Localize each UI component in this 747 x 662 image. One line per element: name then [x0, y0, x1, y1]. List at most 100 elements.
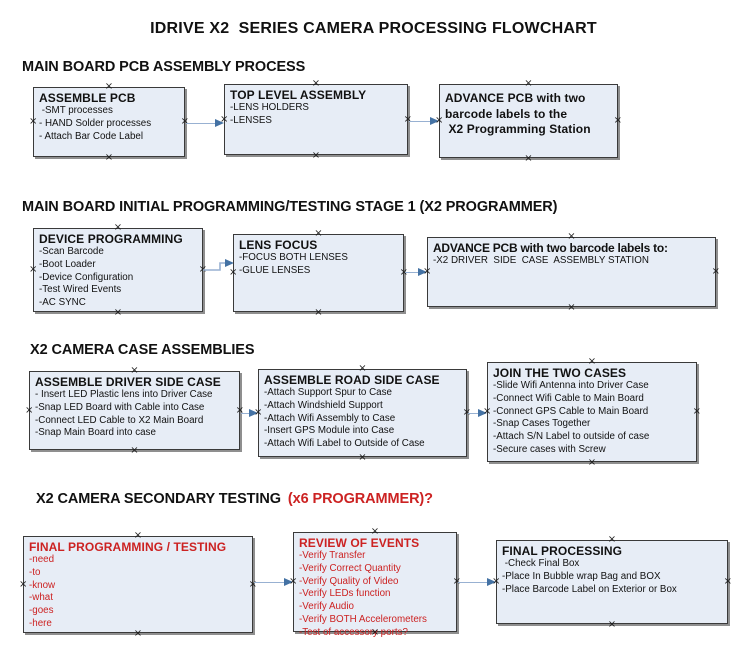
box-items: -X2 DRIVER SIDE CASE ASSEMBLY STATION	[433, 255, 711, 268]
flow-box-review-of-events: REVIEW OF EVENTS -Verify Transfer-Verify…	[289, 527, 461, 638]
arrow-review-to-final-processing	[458, 578, 496, 587]
box-item: -Attach S/N Label to outside of case	[493, 431, 650, 443]
box-title: FINAL PROCESSING	[502, 544, 623, 558]
flowchart-title: IDRIVE X2 SERIES CAMERA PROCESSING FLOWC…	[150, 20, 597, 37]
box-item: - Attach Bar Code Label	[39, 130, 144, 142]
arrow-head-icon	[478, 409, 487, 417]
box-item: -need	[29, 554, 55, 565]
box-items: -Attach Support Spur to Case-Attach Wind…	[264, 387, 462, 451]
box-item: -Snap LED Board with Cable into Case	[35, 401, 205, 413]
arrow-line	[405, 271, 420, 274]
box-item: -X2 DRIVER SIDE CASE ASSEMBLY STATION	[433, 255, 649, 266]
arrow-line	[458, 581, 489, 584]
box-item: -Attach Windshield Support	[264, 399, 383, 411]
box-item: - Insert LED Plastic lens into Driver Ca…	[35, 389, 213, 400]
box-item: -Snap Main Board into case	[35, 427, 156, 439]
section-heading-secondary-testing: X2 CAMERA SECONDARY TESTING(x6 PROGRAMME…	[36, 491, 433, 507]
connection-point-icon: ×	[587, 457, 597, 468]
box-items: -Check Final Box-Place In Bubble wrap Ba…	[502, 558, 723, 596]
box-items: -SMT processes- HAND Solder processes- A…	[39, 105, 180, 143]
box-item: -Check Final Box	[502, 558, 580, 569]
box-title: ASSEMBLE ROAD SIDE CASE	[264, 373, 440, 387]
arrow-head-icon	[487, 578, 496, 586]
arrow-head-icon	[249, 409, 258, 417]
connection-point-icon: ×	[692, 406, 701, 417]
arrow-final-programming-to-review	[254, 578, 293, 587]
box-item: -Connect Wifi Cable to Main Board	[493, 392, 644, 404]
section-heading-case-assemblies: X2 CAMERA CASE ASSEMBLIES	[30, 342, 255, 358]
box-title: JOIN THE TWO CASES	[493, 366, 627, 380]
arrow-head-icon	[225, 259, 234, 267]
flow-box-final-programming-testing: FINAL PROGRAMMING / TESTING -need-to-kno…	[19, 531, 257, 639]
box-title: LENS FOCUS	[239, 238, 318, 252]
arrow-head-icon	[430, 117, 439, 125]
box-item: -Verify BOTH Accelerometers	[299, 613, 427, 625]
box-item: -LENSES	[230, 114, 272, 126]
box-item: -Verify Quality of Video	[299, 575, 399, 587]
arrow-line	[409, 120, 432, 123]
connection-point-icon: ×	[524, 153, 533, 164]
arrow-line	[186, 122, 217, 125]
arrow-assemble-pcb-to-top-level	[186, 119, 224, 128]
connection-point-icon: ×	[19, 578, 28, 590]
arrow-driver-case-to-road-case	[241, 409, 258, 418]
box-items: -FOCUS BOTH LENSES-GLUE LENSES	[239, 252, 399, 278]
box-items: -Slide Wifi Antenna into Driver Case-Con…	[493, 380, 692, 457]
arrow-head-icon	[215, 119, 224, 127]
box-item: -Test Wired Events	[39, 284, 122, 296]
connection-point-icon: ×	[104, 152, 114, 163]
box-item: -to	[29, 566, 41, 578]
box-item: -Test of accessory ports?	[299, 626, 408, 638]
box-items: -Verify Transfer-Verify Correct Quantity…	[299, 550, 452, 640]
box-item: -Boot Loader	[39, 258, 96, 270]
arrow-head-icon	[284, 578, 293, 586]
box-item: -Slide Wifi Antenna into Driver Case	[493, 380, 649, 391]
flow-box-advance-pcb-driver-side: ADVANCE PCB with two barcode labels to: …	[423, 232, 720, 313]
connection-point-icon: ×	[130, 445, 139, 456]
box-item: -FOCUS BOTH LENSES	[239, 252, 348, 263]
connection-point-icon: ×	[613, 115, 622, 126]
connection-point-icon: ×	[314, 307, 323, 318]
arrow-top-level-to-advance-pcb	[409, 117, 439, 126]
flow-box-assemble-driver-side-case: ASSEMBLE DRIVER SIDE CASE - Insert LED P…	[25, 366, 244, 456]
flow-box-top-level-assembly: TOP LEVEL ASSEMBLY -LENS HOLDERS-LENSES …	[220, 79, 412, 161]
box-item: -AC SYNC	[39, 297, 86, 309]
box-title: TOP LEVEL ASSEMBLY	[230, 88, 367, 102]
box-item: -Secure cases with Screw	[493, 443, 606, 455]
box-title: ADVANCE PCB with two barcode labels to:	[433, 241, 668, 255]
box-title: ASSEMBLE PCB	[39, 91, 136, 105]
box-item: -know	[29, 579, 56, 591]
box-item: -Connect GPS Cable to Main Board	[493, 405, 649, 417]
connection-point-icon: ×	[29, 264, 38, 275]
box-item: -Place In Bubble wrap Bag and BOX	[502, 570, 661, 582]
arrow-line	[241, 412, 251, 415]
box-title: DEVICE PROGRAMMING	[39, 232, 183, 246]
box-item: -GLUE LENSES	[239, 264, 311, 276]
section-heading-initial-programming: MAIN BOARD INITIAL PROGRAMMING/TESTING S…	[22, 199, 558, 215]
box-item: -Verify LEDs function	[299, 588, 391, 600]
box-item: -Snap Cases Together	[493, 418, 591, 430]
box-item: -Device Configuration	[39, 271, 134, 283]
box-item: -Attach Support Spur to Case	[264, 387, 392, 398]
box-title: FINAL PROGRAMMING / TESTING	[29, 540, 227, 554]
box-items: -LENS HOLDERS-LENSES	[230, 102, 403, 128]
box-title: ADVANCE PCB with two barcode labels to t…	[445, 91, 591, 136]
box-title: REVIEW OF EVENTS	[299, 536, 420, 550]
connection-point-icon: ×	[723, 576, 732, 587]
connection-point-icon: ×	[524, 78, 533, 89]
connection-point-icon: ×	[25, 404, 34, 416]
box-item: -goes	[29, 605, 54, 617]
box-title: ASSEMBLE DRIVER SIDE CASE	[35, 375, 221, 389]
box-item: -SMT processes	[39, 105, 113, 116]
box-item: -Scan Barcode	[39, 246, 104, 257]
flow-box-assemble-pcb: ASSEMBLE PCB -SMT processes- HAND Solder…	[29, 82, 189, 163]
flow-box-advance-pcb-programming-station: ADVANCE PCB with two barcode labels to t…	[435, 79, 622, 164]
connection-point-icon: ×	[358, 452, 367, 463]
connection-point-icon: ×	[711, 266, 720, 277]
box-item: - HAND Solder processes	[39, 117, 152, 129]
flow-box-assemble-road-side-case: ASSEMBLE ROAD SIDE CASE -Attach Support …	[254, 364, 471, 463]
box-item: -Attach Wifi Label to Outside of Case	[264, 438, 425, 450]
box-items: -Scan Barcode-Boot Loader-Device Configu…	[39, 246, 198, 310]
box-item: -Insert GPS Module into Case	[264, 425, 395, 437]
heading-black-part: X2 CAMERA SECONDARY TESTING	[36, 491, 281, 507]
